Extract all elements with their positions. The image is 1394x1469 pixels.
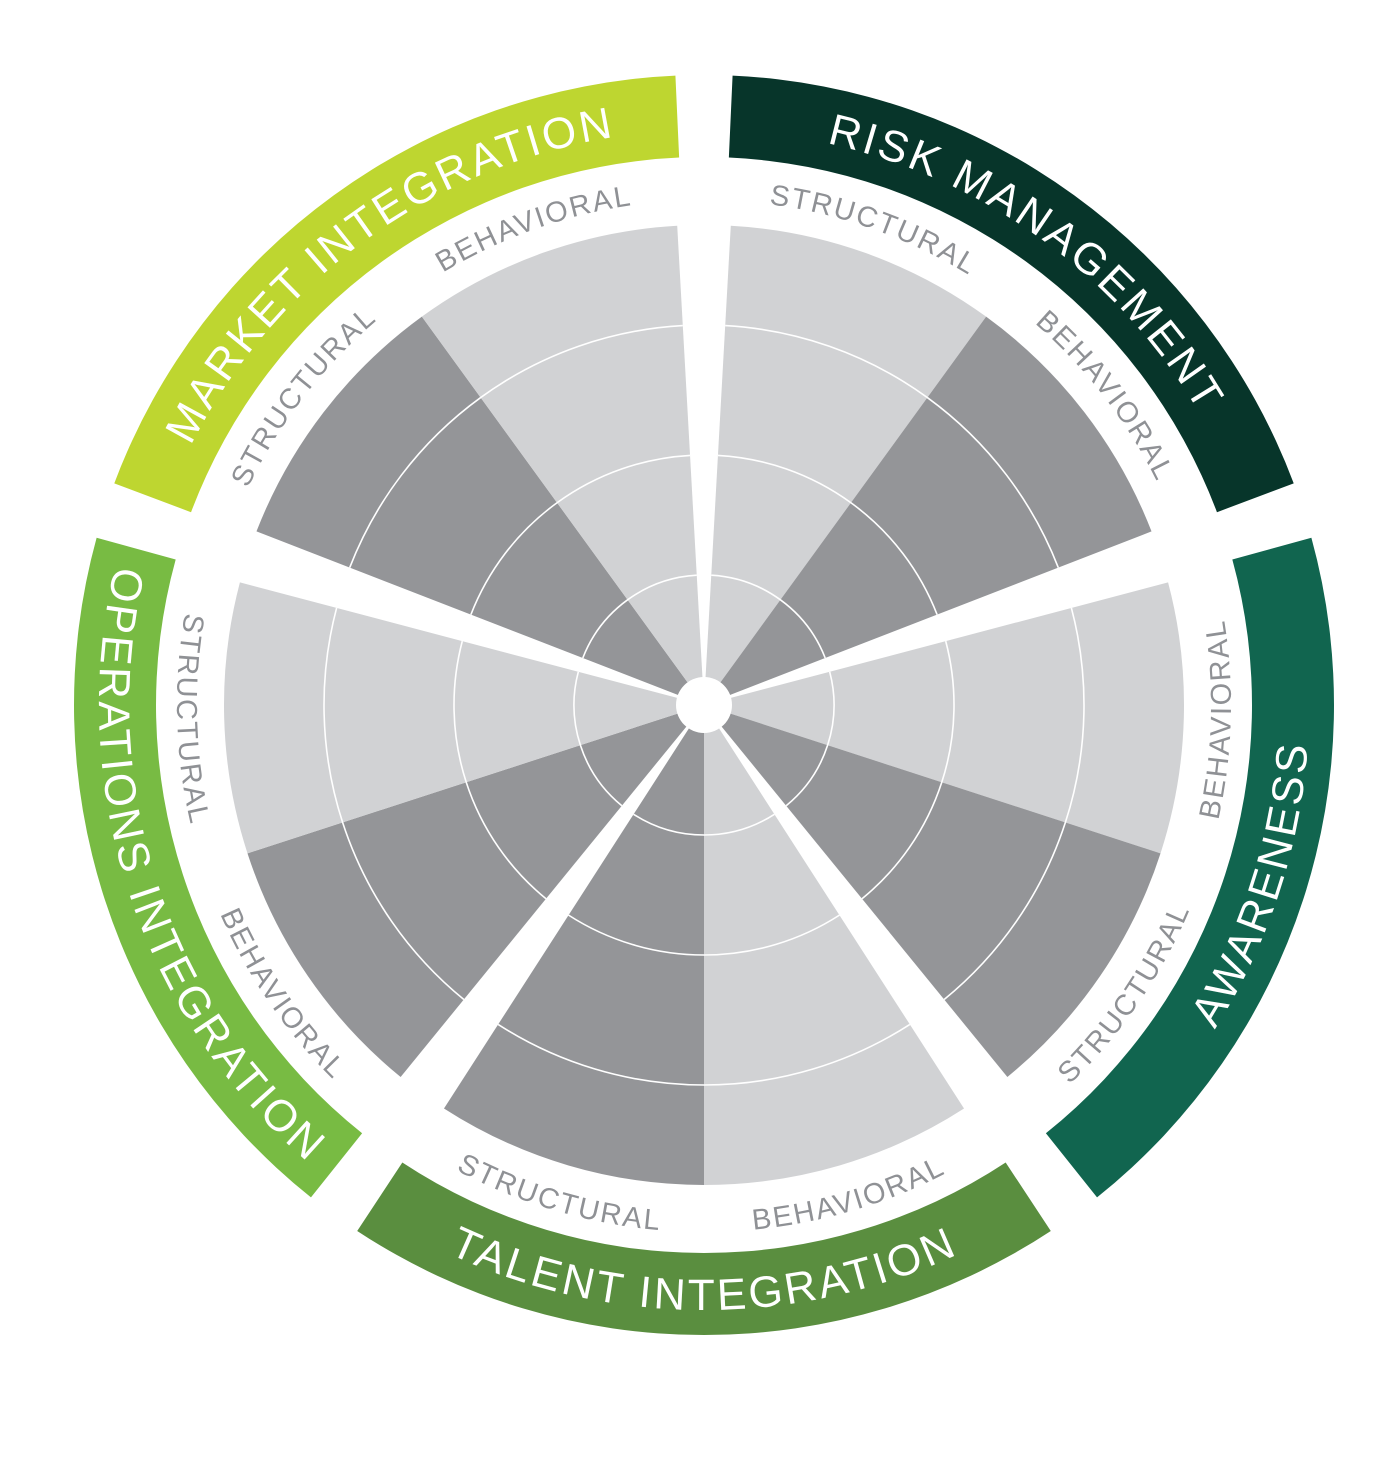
operations-integration-ring-1 [573,671,623,807]
risk-management-ring-2 [717,454,938,615]
awareness-wedge-1 [717,582,1185,854]
awareness-band [1045,537,1334,1198]
awareness-sub-label-1: BEHAVIORAL [1194,617,1238,821]
risk-management-ring-1 [711,574,826,659]
market-integration-wedge-1 [256,316,696,700]
talent-integration-wedge-1 [704,716,965,1185]
rings-layer [323,324,1085,1086]
talent-integration-ring-3 [497,1023,911,1086]
operations-integration-ring-3 [323,607,465,1001]
risk-management-ring-3 [725,324,1060,568]
talent-integration-band [357,1162,1051,1335]
operations-integration-sub-label-2: STRUCTURAL [170,612,216,828]
market-integration-ring-2 [470,454,691,615]
wedges-layer [223,225,1185,1185]
center-hub [676,677,732,733]
talent-integration-ring-1 [633,813,775,836]
market-integration-ring-3 [348,324,683,568]
market-integration-band [114,75,680,513]
operations-integration-wedge-1 [247,709,696,1077]
operations-integration-wedge-2 [223,582,691,854]
market-integration-ring-1 [582,574,697,659]
bands-layer [74,75,1334,1335]
awareness-ring-3 [943,607,1085,1001]
operations-integration-ring-2 [453,640,547,900]
awareness-ring-1 [785,671,835,807]
risk-management-wedge-2 [712,316,1152,700]
talent-integration-wedge-2 [443,716,704,1185]
operations-integration-band [74,537,363,1198]
talent-integration-ring-2 [568,914,840,956]
awareness-wedge-2 [712,709,1161,1077]
risk-management-wedge-1 [704,225,987,694]
market-integration-wedge-2 [421,225,704,694]
awareness-ring-2 [861,640,955,900]
risk-management-band [728,75,1294,513]
